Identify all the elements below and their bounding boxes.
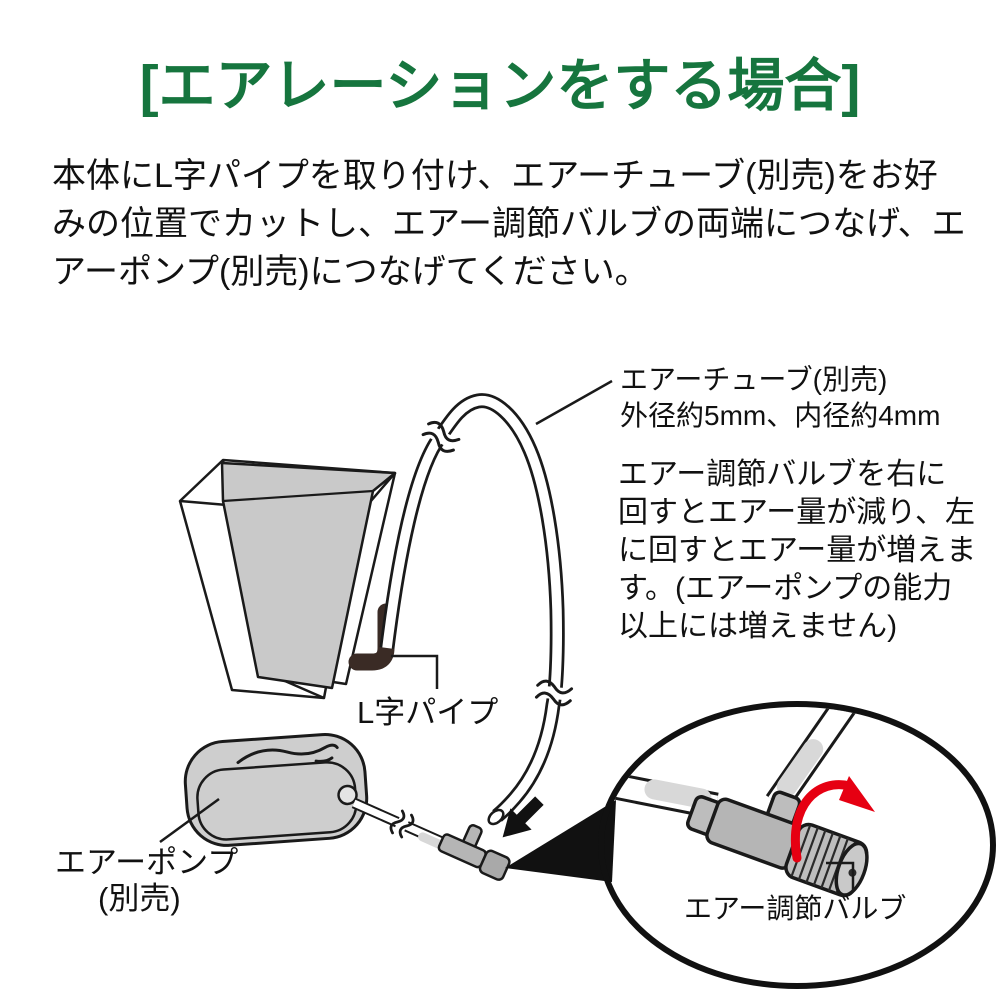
- pump-tube-break-mark: [389, 809, 415, 839]
- intro-line-2: みの位置でカットし、エアー調節バルブの両端につなげ、エ: [52, 205, 966, 243]
- leader-lines: [159, 379, 613, 844]
- air-valve-small: [437, 824, 511, 881]
- air-tube: [379, 393, 565, 826]
- inset-pointer-wedge: [505, 800, 616, 882]
- tube-label-line1: エアーチューブ(別売): [620, 364, 887, 395]
- valve-inset-border: [598, 701, 996, 989]
- valve-note-line1: エアー調節バルブを右に: [618, 458, 946, 491]
- connect-arrow-icon: [502, 796, 544, 838]
- intro-line-1: 本体にL字パイプを取り付け、エアーチューブ(別売)をお好: [52, 157, 938, 195]
- valve-note-line3: に回すとエアー量が増えま: [618, 534, 976, 567]
- intro-line-3: アーポンプ(別売)につなげてください。: [52, 253, 649, 291]
- tube-break-mark-upper: [421, 420, 461, 453]
- valve-note-line2: 回すとエアー量が減り、左: [618, 496, 975, 529]
- l-pipe: [348, 603, 395, 671]
- container-body: [220, 461, 397, 690]
- rotate-arrow-icon: [791, 776, 875, 863]
- l-pipe-label: L字パイプ: [357, 695, 498, 730]
- air-valve-detail: [685, 790, 869, 898]
- air-pump: [183, 732, 369, 847]
- pump-label-line1: エアーポンプ: [55, 845, 238, 880]
- valve-label-leader: [826, 861, 855, 890]
- tube-label-line2: 外径約5mm、内径約4mm: [620, 400, 940, 431]
- tube-break-mark-lower: [534, 679, 574, 707]
- pump-label-line2: (別売): [98, 881, 181, 916]
- valve-detail-label: エアー調節バルブ: [684, 893, 906, 924]
- section-title: [エアレーションをする場合]: [139, 54, 861, 118]
- valve-note-line5: 以上には増えません): [618, 610, 897, 643]
- intro-paragraph: 本体にL字パイプを取り付け、エアーチューブ(別売)をお好 みの位置でカットし、エ…: [52, 152, 967, 296]
- valve-note-line4: す。(エアーポンプの能力: [618, 572, 952, 605]
